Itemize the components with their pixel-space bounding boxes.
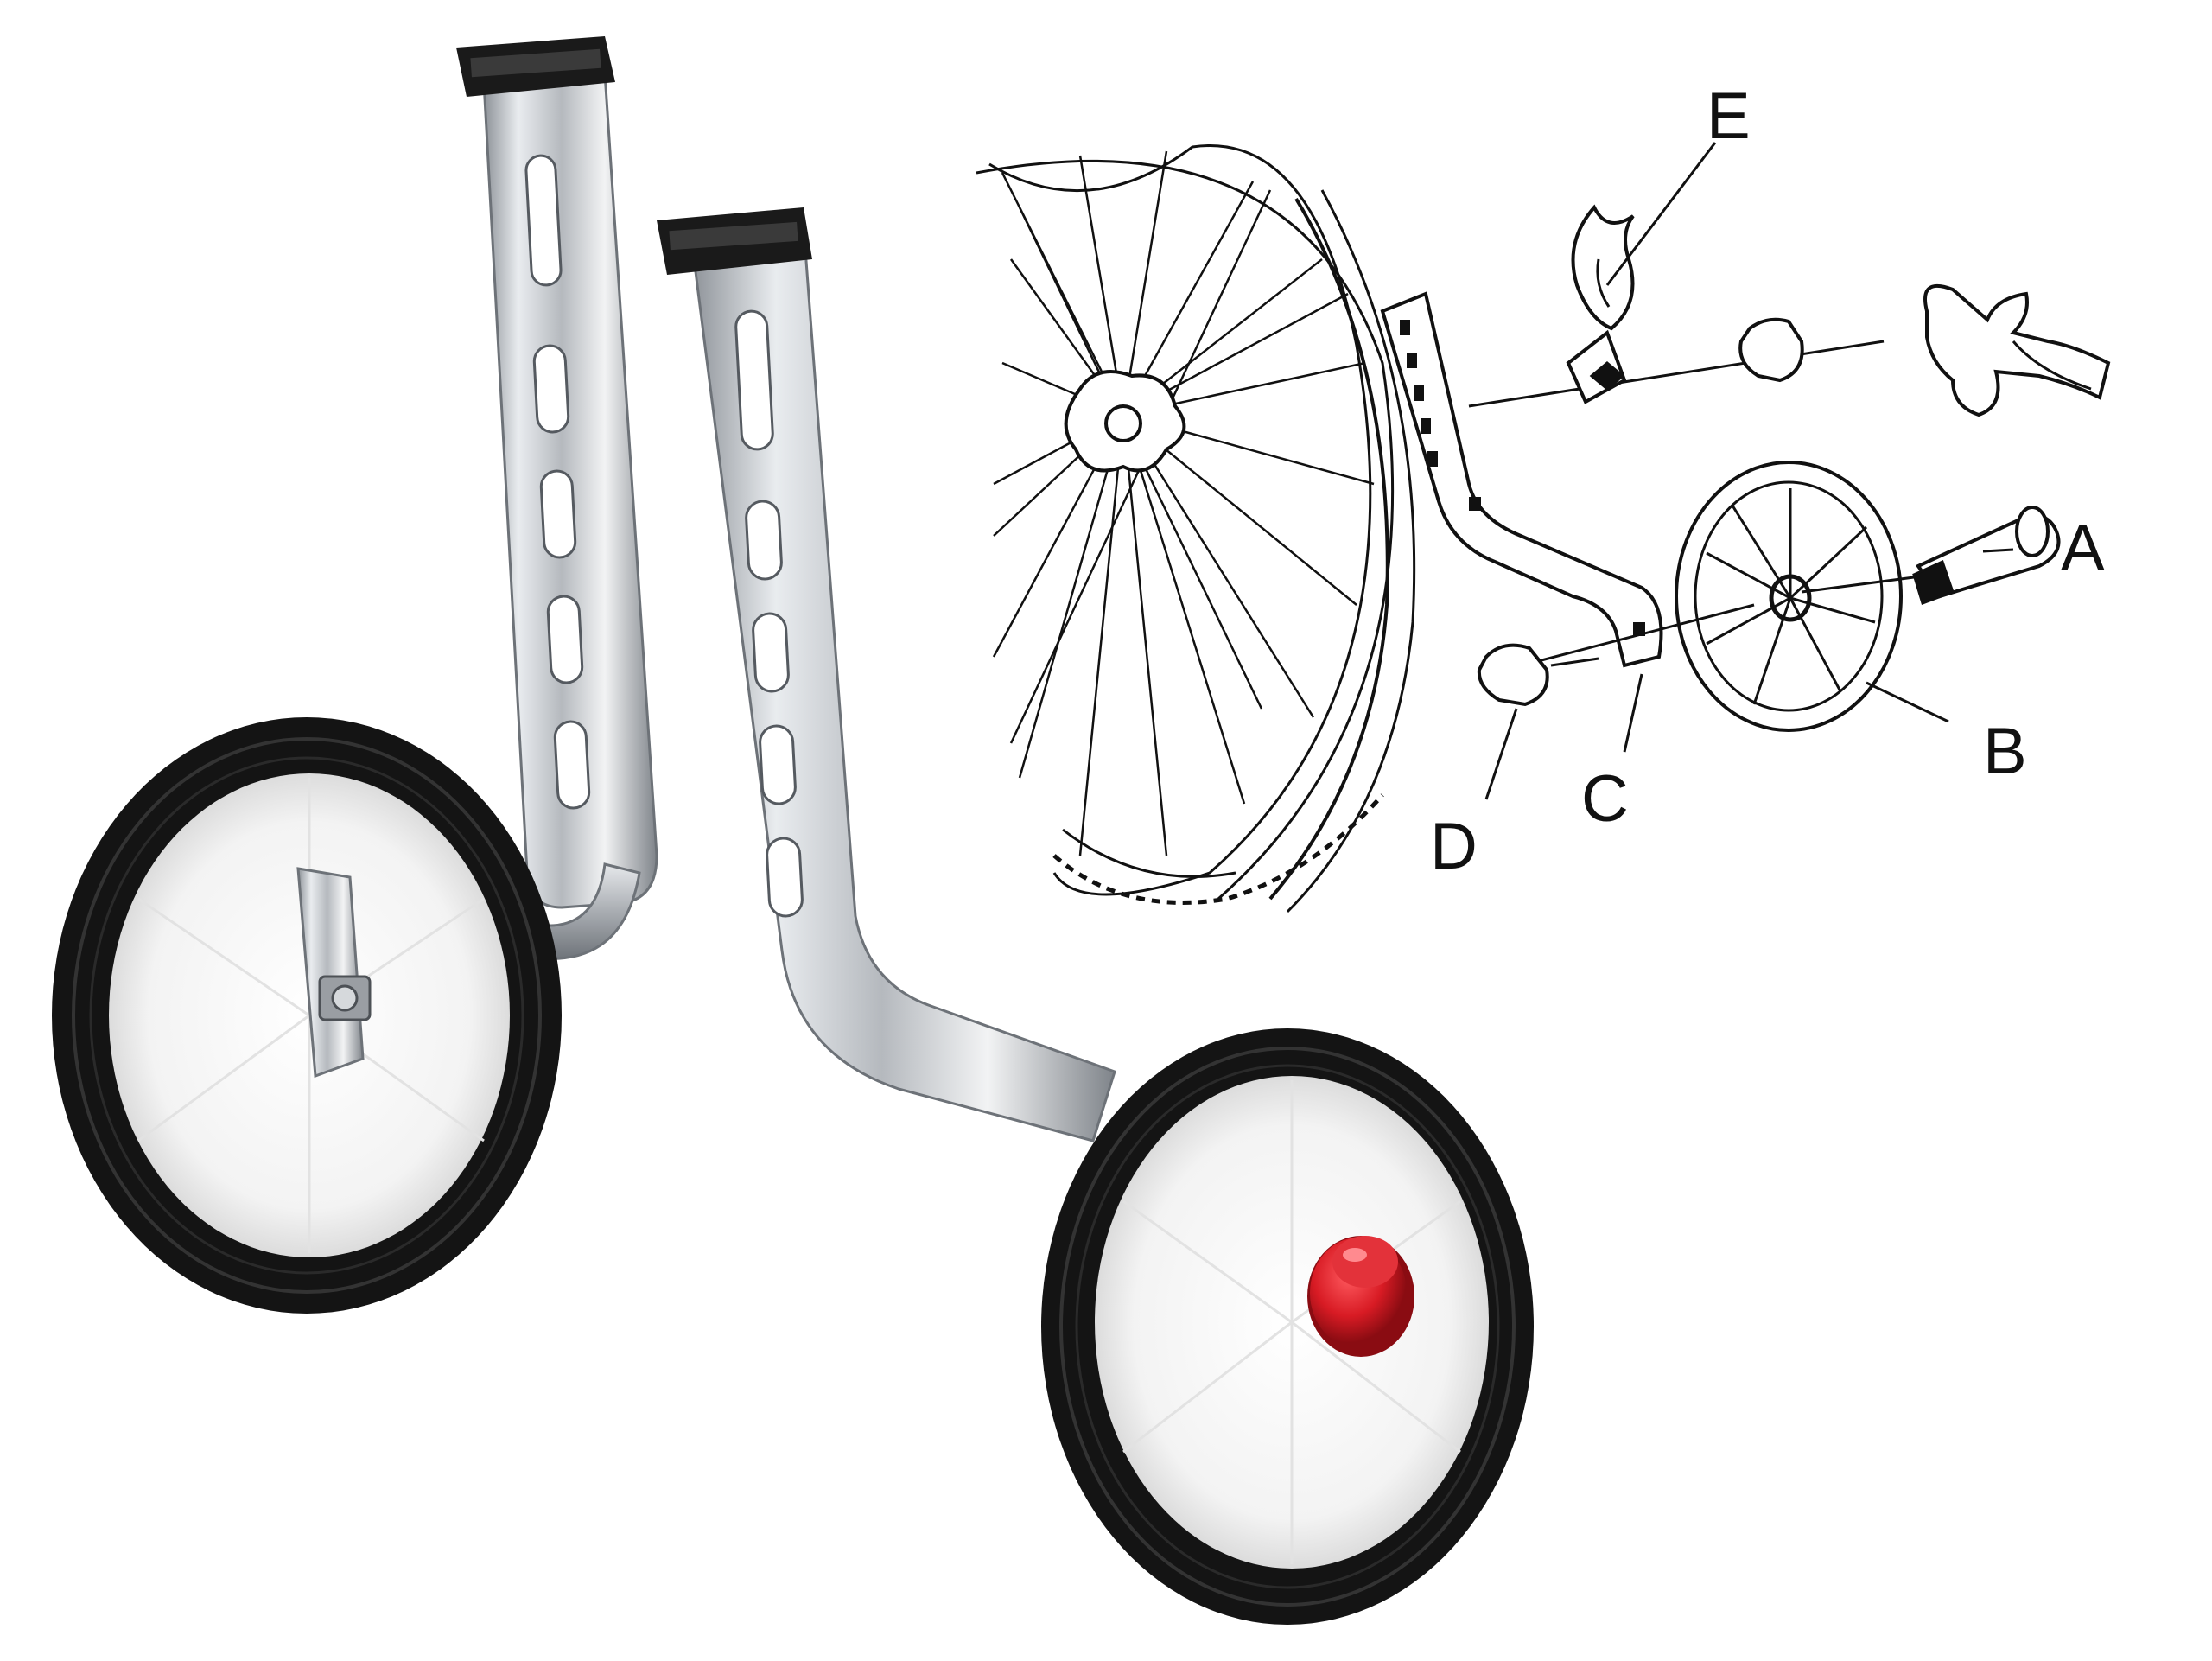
front-bracket-slots — [734, 309, 804, 918]
diagram-flame — [1566, 204, 1635, 404]
diagram-upper-nut — [1738, 317, 1804, 383]
front-training-wheel-assembly — [657, 207, 1534, 1625]
rear-training-wheel-assembly — [52, 36, 658, 1314]
back-mount-plate — [296, 867, 372, 1079]
installation-diagram — [976, 142, 2111, 913]
red-reflector-cap — [1307, 1236, 1414, 1357]
diagram-bracket — [1380, 291, 1663, 668]
front-wheel — [1041, 1028, 1534, 1625]
diagram-axle-bolt — [1912, 506, 2061, 605]
diagram-nut — [1477, 643, 1549, 707]
back-bracket — [456, 36, 658, 909]
label-a: A — [2061, 512, 2105, 585]
leader-a — [1982, 548, 2014, 553]
diagram-wrench — [1923, 284, 2111, 417]
leader-d — [1484, 708, 1518, 800]
diagram-training-wheel — [1675, 461, 1903, 732]
diagram-bicycle-wheel — [976, 144, 1416, 913]
front-bracket — [657, 207, 1116, 1142]
label-d: D — [1430, 810, 1478, 883]
label-c: C — [1581, 762, 1629, 836]
back-wheel — [52, 717, 562, 1314]
back-bracket-slots — [524, 154, 591, 810]
leader-b — [1866, 681, 1949, 723]
label-b: B — [1983, 715, 2027, 788]
back-bolt — [331, 984, 359, 1012]
label-e: E — [1707, 80, 1751, 153]
leader-c — [1623, 673, 1643, 753]
